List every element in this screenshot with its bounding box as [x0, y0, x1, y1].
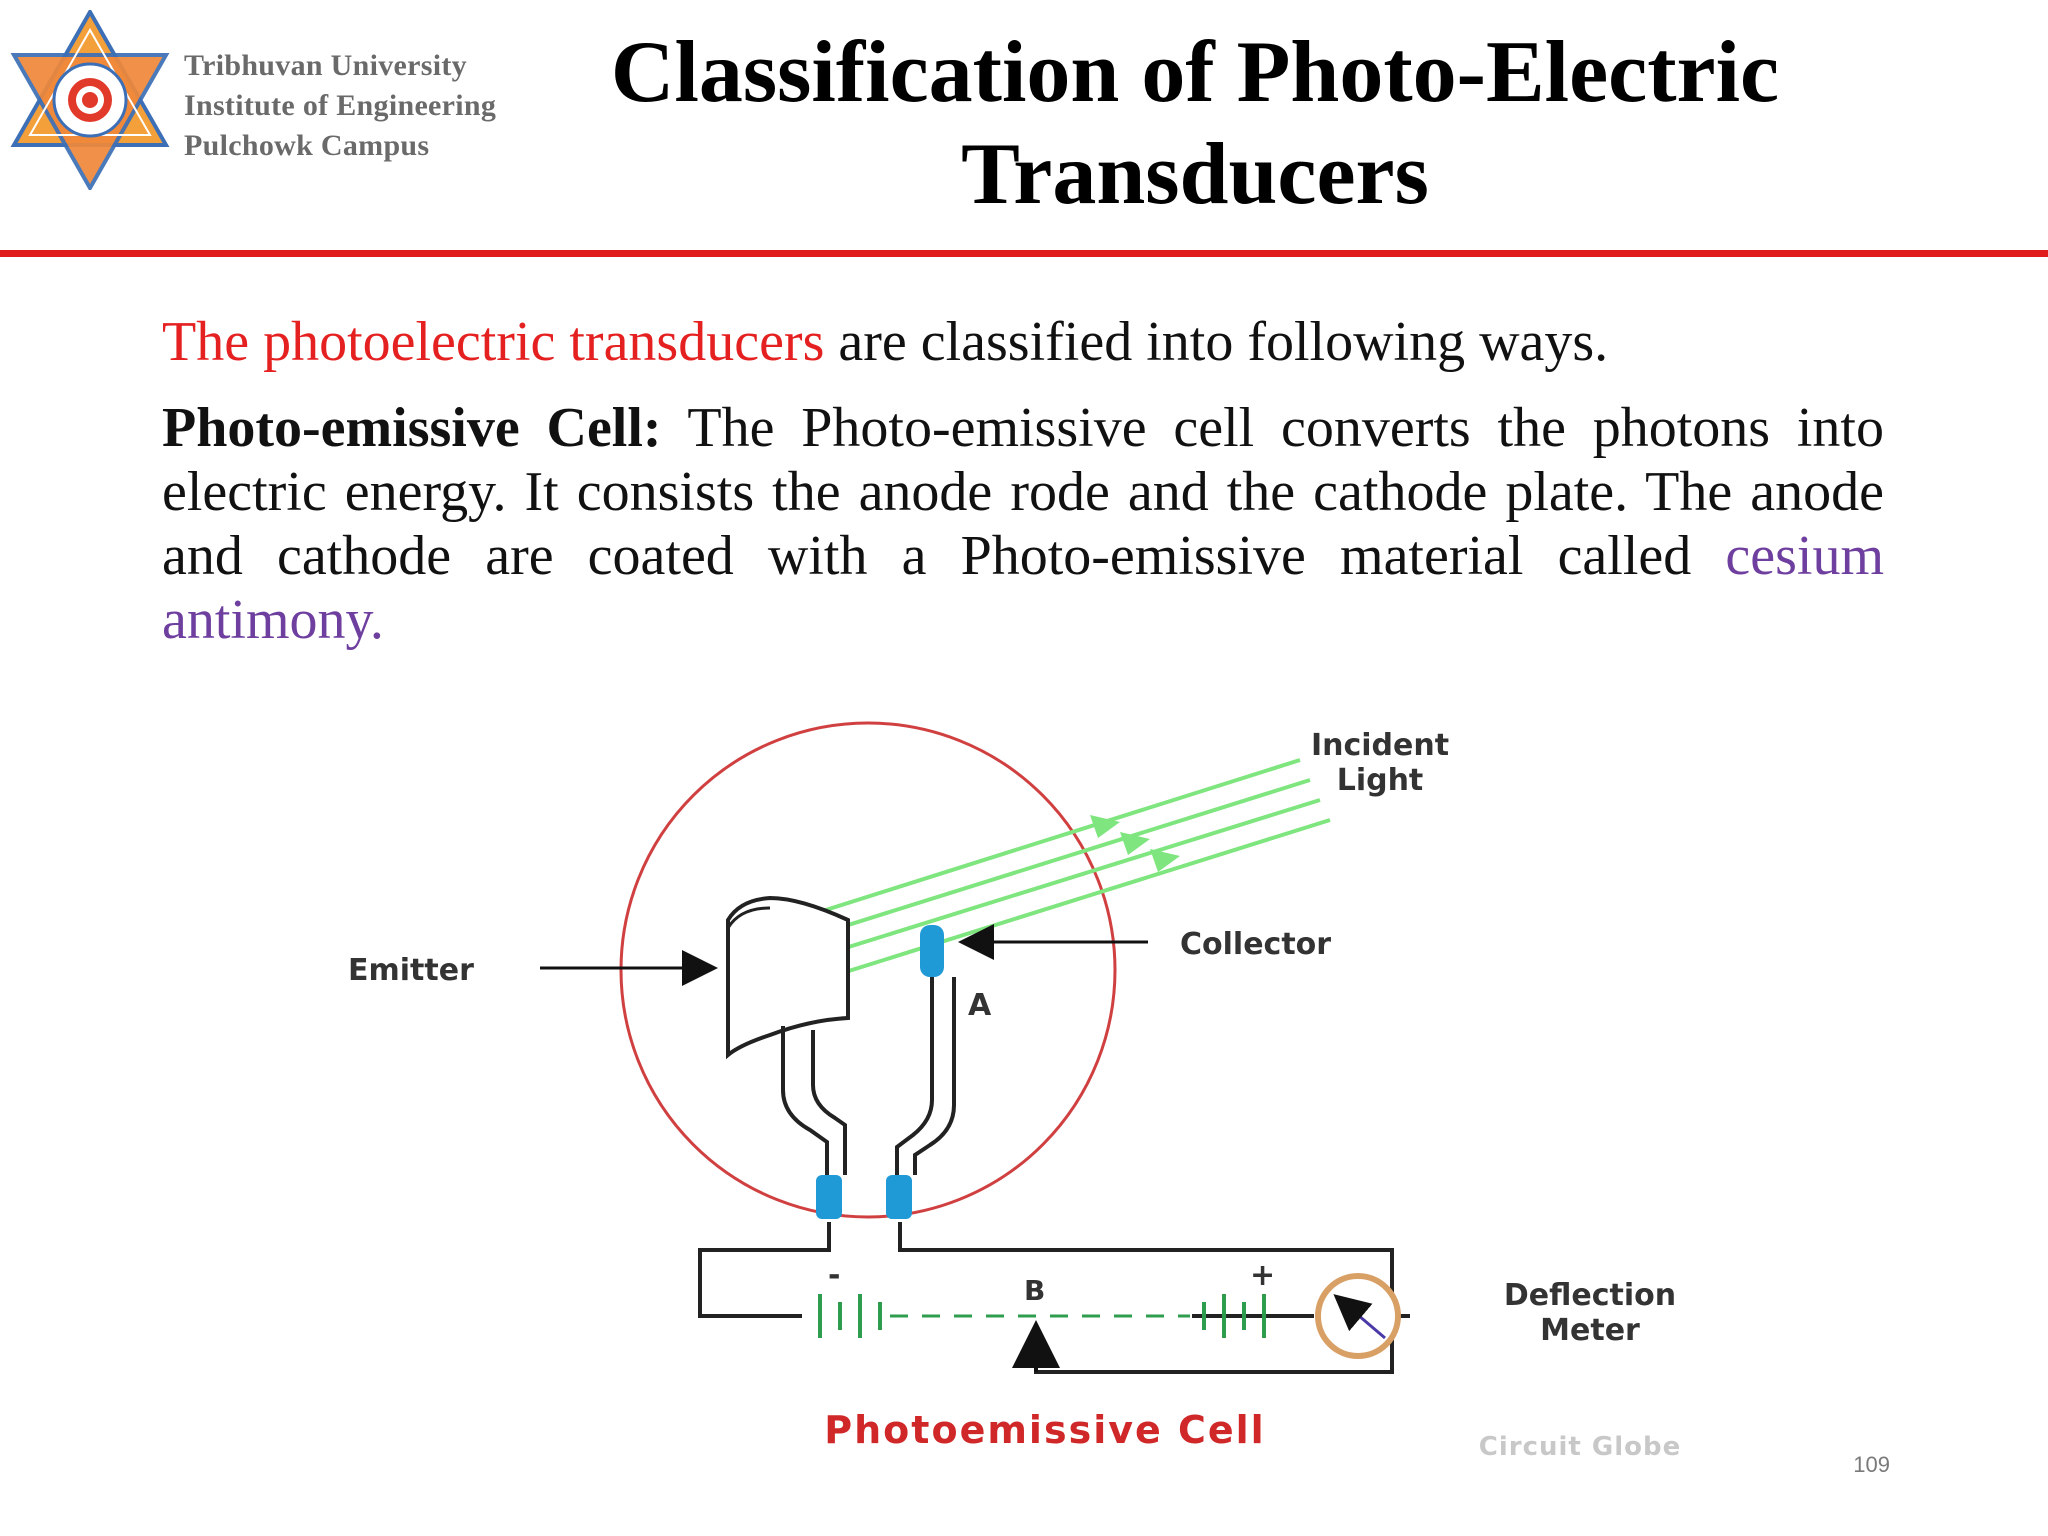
battery-minus-label: - [828, 1258, 840, 1293]
slide-title-line2: Transducers [961, 126, 1429, 223]
meter-label-line1: Deflection [1504, 1278, 1676, 1313]
institution-line-university: Tribhuvan University [184, 49, 467, 82]
base-pin-cathode [816, 1175, 842, 1219]
diagram-svg: Incident Light Emitter Collector A - B +… [348, 721, 1682, 1462]
photoemissive-cell-diagram: Incident Light Emitter Collector A - B +… [300, 720, 1760, 1480]
emitter-label: Emitter [348, 953, 474, 988]
glass-bulb [619, 721, 1117, 1219]
definition-text: The Photo-emissive cell converts the pho… [162, 397, 1884, 587]
incident-light-label-line2: Light [1337, 763, 1424, 798]
material-name: cesium antimony. [162, 525, 1884, 651]
battery-label: B [1024, 1274, 1045, 1307]
term-label: Photo-emissive Cell: [162, 397, 662, 459]
collector-rod [920, 925, 944, 977]
base-pin-anode [886, 1175, 912, 1219]
meter-label-line2: Meter [1540, 1313, 1640, 1348]
intro-text: are classified into following ways. [824, 311, 1609, 373]
collector-label: Collector [1180, 927, 1331, 962]
meter-needle [1333, 1294, 1386, 1340]
anode-label: A [968, 988, 992, 1023]
definition-paragraph: Photo-emissive Cell: The Photo-emissive … [162, 396, 1884, 652]
slide-header: Tribhuvan University Institute of Engine… [0, 0, 2048, 250]
battery-plus-label: + [1250, 1258, 1275, 1293]
light-arrowheads [1090, 815, 1180, 872]
watermark: Circuit Globe [1479, 1432, 1682, 1462]
intro-highlight: The photoelectric transducers [162, 311, 825, 373]
incident-light-label-line1: Incident [1311, 728, 1449, 763]
institution-line-campus: Pulchowk Campus [184, 129, 430, 162]
lead-wires [698, 977, 1410, 1374]
emitter-plate [726, 895, 850, 1060]
institution-line-institute: Institute of Engineering [184, 89, 497, 122]
incident-light-rays [809, 758, 1331, 982]
header-divider [0, 250, 2048, 257]
slide-title-line1: Classification of Photo-Electric [610, 24, 1780, 121]
diagram-caption: Photoemissive Cell [824, 1408, 1265, 1452]
university-logo [10, 10, 170, 190]
page-number: 109 [1853, 1452, 1890, 1477]
slide-body: The photoelectric transducers are classi… [162, 310, 1884, 652]
battery-symbol [818, 1294, 1266, 1338]
institution-name: Tribhuvan University Institute of Engine… [184, 46, 496, 166]
slide-title: Classification of Photo-Electric Transdu… [560, 22, 1830, 226]
intro-paragraph: The photoelectric transducers are classi… [162, 310, 1884, 374]
